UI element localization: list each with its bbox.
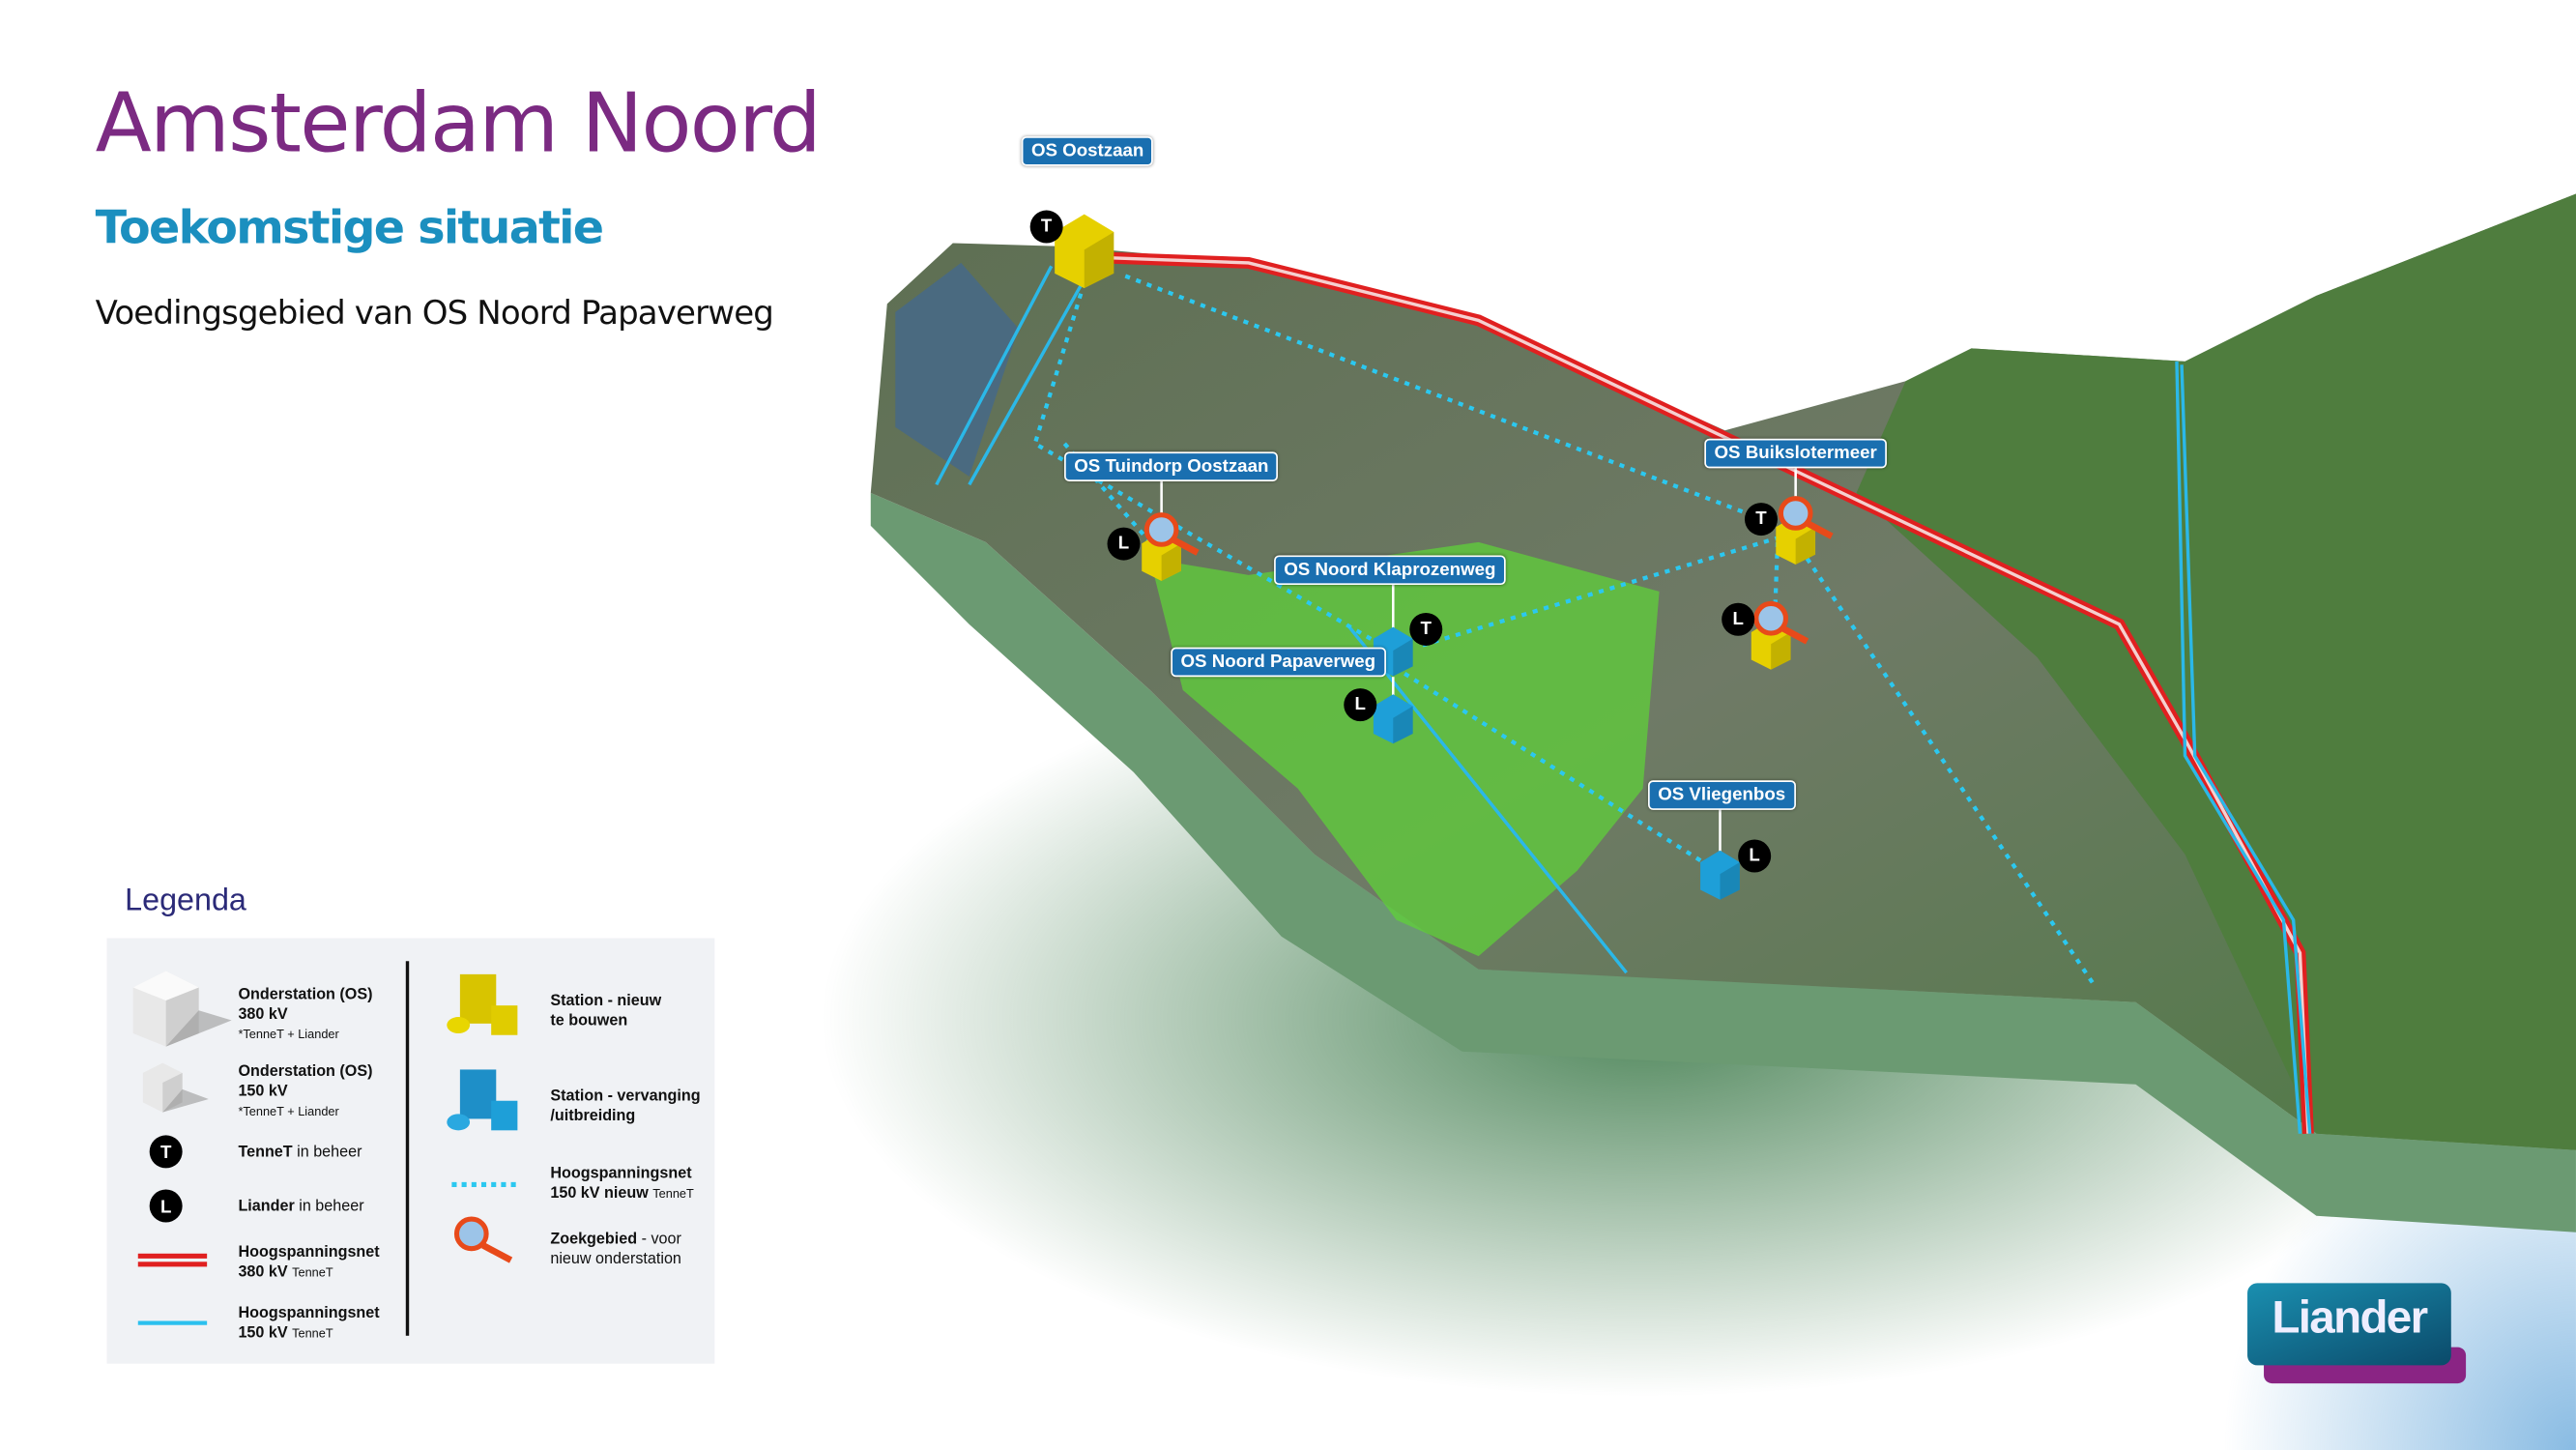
legend-title: Legenda	[125, 884, 246, 919]
new-station-cube-icon[interactable]	[1055, 214, 1114, 289]
liander-badge-icon: L	[149, 1189, 183, 1223]
legend: T L Onderstation (OS)380 kV*TenneT + Lia…	[106, 938, 715, 1364]
page-title: Amsterdam Noord	[95, 75, 822, 171]
legend-icons: T L	[132, 971, 521, 1325]
replacement-station-cube-icon[interactable]	[1373, 694, 1413, 744]
magnifier-icon	[1778, 496, 1834, 539]
new-station-icon	[447, 973, 518, 1035]
farmland-area	[1856, 193, 2576, 1150]
hv380-line-icon	[137, 1253, 208, 1267]
station-label-noord-klaprozenweg[interactable]: OS Noord Klaprozenweg	[1274, 555, 1506, 586]
cube-150-icon	[142, 1062, 209, 1113]
station-label-tuindorp-oostzaan[interactable]: OS Tuindorp Oostzaan	[1064, 451, 1279, 481]
legend-divider	[405, 961, 410, 1336]
new-station-cube-icon[interactable]	[1142, 512, 1200, 581]
legend-tennet: TenneT in beheer	[238, 1143, 362, 1162]
cube-380-icon	[132, 971, 232, 1047]
tennet-badge: T	[1409, 612, 1443, 646]
legend-os380: Onderstation (OS)380 kV*TenneT + Liander	[238, 985, 373, 1042]
station-label-buikslotermeer[interactable]: OS Buikslotermeer	[1704, 438, 1888, 469]
magnifier-icon	[1143, 512, 1200, 556]
page-subtitle: Toekomstige situatie	[95, 200, 605, 255]
legend-os150: Onderstation (OS)150 kV*TenneT + Liander	[238, 1062, 373, 1119]
svg-text:T: T	[160, 1142, 172, 1162]
magnifier-icon	[453, 1216, 513, 1263]
new-station-cube-icon[interactable]	[1776, 496, 1834, 565]
hv150-line-icon	[137, 1320, 208, 1325]
liander-badge: L	[1738, 839, 1772, 873]
water-area	[895, 262, 1019, 477]
liander-badge: L	[1107, 527, 1141, 561]
magnifier-icon	[1753, 600, 1809, 645]
liander-badge: L	[1722, 602, 1755, 636]
hv150-line	[935, 265, 2312, 1134]
hv150-new-line	[1032, 274, 2097, 987]
page-description: Voedingsgebied van OS Noord Papaverweg	[95, 292, 774, 333]
tennet-badge: T	[1029, 210, 1063, 244]
liander-badge: L	[1344, 688, 1377, 722]
station-label-vliegenbos[interactable]: OS Vliegenbos	[1648, 780, 1796, 810]
new-station-cube-icon[interactable]	[1751, 600, 1809, 670]
tennet-badge-icon: T	[149, 1135, 183, 1169]
replacement-station-cube-icon[interactable]	[1700, 850, 1740, 900]
svg-text:L: L	[160, 1196, 171, 1216]
station-label-noord-papaverweg[interactable]: OS Noord Papaverweg	[1171, 647, 1386, 678]
legend-replacement-station: Station - vervanging/uitbreiding	[550, 1088, 701, 1126]
tennet-badge: T	[1744, 503, 1778, 536]
legend-liander: Liander in beheer	[238, 1198, 364, 1216]
land-side-wall	[870, 492, 2576, 1232]
liander-logo: Liander	[2247, 1283, 2451, 1366]
replacement-station-icon	[447, 1069, 518, 1131]
station-label-oostzaan[interactable]: OS Oostzaan	[1021, 136, 1154, 166]
